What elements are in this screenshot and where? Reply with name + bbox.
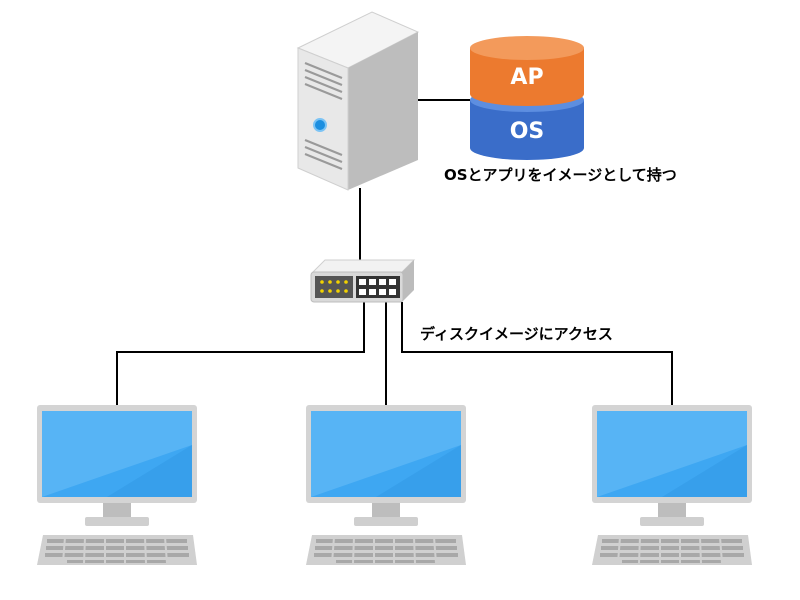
client-pc-center (305, 404, 467, 566)
desktop-computer-icon (305, 404, 467, 566)
client-pc-left (36, 404, 198, 566)
connection-lines (116, 99, 673, 405)
os-label: OS (510, 119, 545, 144)
ap-cylinder (470, 36, 584, 106)
server-caption: OSとアプリをイメージとして持つ (444, 166, 677, 184)
software-stack: AP OS (470, 36, 584, 160)
switch-to-client-left-line (116, 302, 365, 405)
network-caption: ディスクイメージにアクセス (420, 325, 613, 343)
network-switch-icon (310, 259, 416, 303)
ap-label: AP (510, 65, 543, 90)
server-icon (296, 11, 420, 191)
desktop-computer-icon (36, 404, 198, 566)
desktop-computer-icon (591, 404, 753, 566)
client-pc-right (591, 404, 753, 566)
switch-to-client-right-line (401, 302, 673, 405)
